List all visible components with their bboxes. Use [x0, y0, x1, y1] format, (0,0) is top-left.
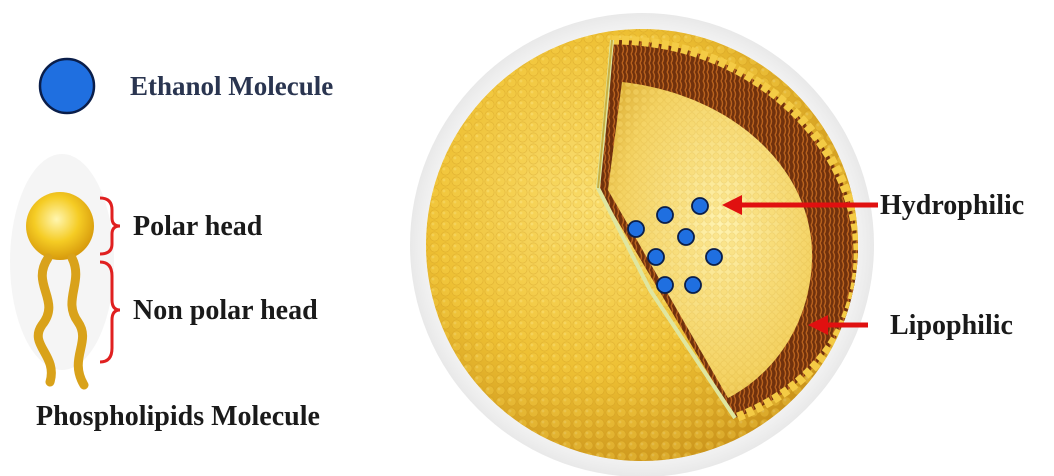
- ethanol-dot: [685, 277, 701, 293]
- phospholipid-label: Phospholipids Molecule: [36, 401, 320, 432]
- hydrophilic-label: Hydrophilic: [880, 190, 1024, 221]
- ethanol-dot: [692, 198, 708, 214]
- polar-head-label: Polar head: [133, 211, 263, 242]
- ethanol-label: Ethanol Molecule: [130, 71, 333, 101]
- phospholipid-icon: [10, 154, 114, 385]
- ethanol-dot: [648, 249, 664, 265]
- polar-head-shape: [26, 192, 94, 260]
- ethanol-dot: [657, 277, 673, 293]
- lipophilic-label: Lipophilic: [890, 310, 1013, 341]
- non-polar-label: Non polar head: [133, 295, 318, 326]
- ethanol-dot: [628, 221, 644, 237]
- ethanol-dot: [706, 249, 722, 265]
- ethanol-dot: [657, 207, 673, 223]
- ethanol-molecule-icon: [40, 59, 94, 113]
- ethanol-dot: [678, 229, 694, 245]
- liposome-sphere: [410, 13, 874, 476]
